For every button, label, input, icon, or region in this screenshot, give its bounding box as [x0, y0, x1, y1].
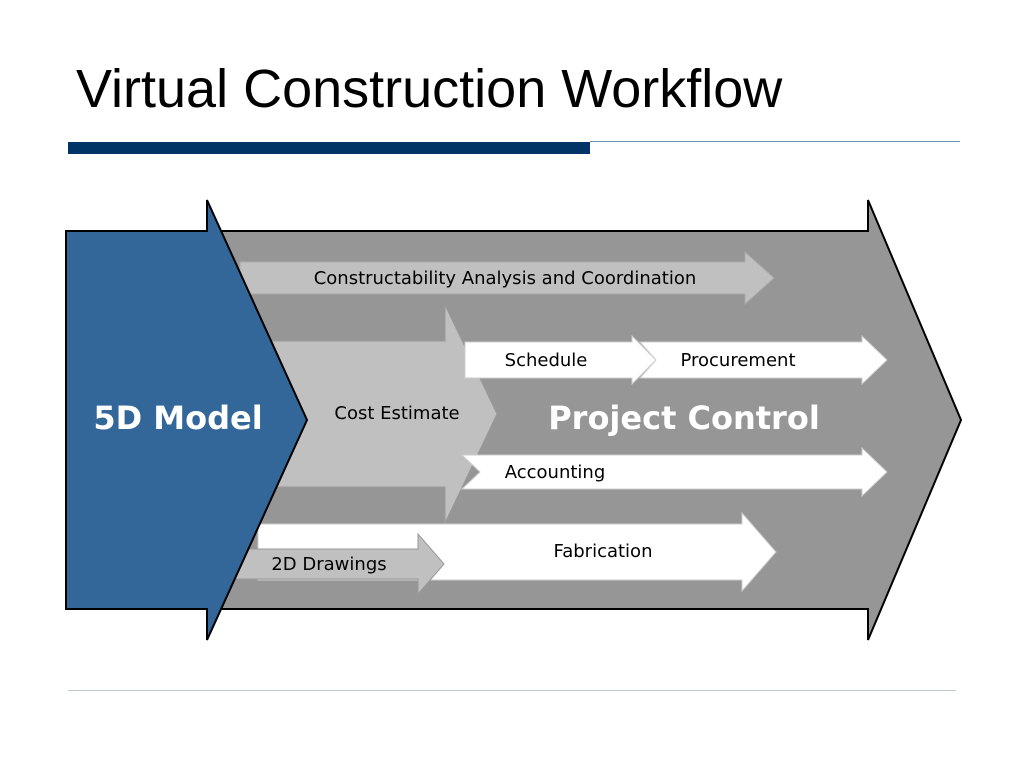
accounting-arrow [460, 446, 888, 498]
project-control-label: Project Control [548, 399, 820, 437]
constructability-arrow [239, 250, 775, 306]
constructability-label: Constructability Analysis and Coordinati… [314, 268, 697, 289]
drawings-label: 2D Drawings [271, 554, 386, 575]
fabrication-label: Fabrication [554, 541, 653, 562]
schedule-label: Schedule [505, 350, 588, 371]
procurement-arrow [638, 334, 888, 386]
cost-estimate-label: Cost Estimate [334, 403, 459, 424]
slide-title: Virtual Construction Workflow [76, 59, 783, 119]
model-5d-arrow [65, 199, 309, 641]
title-underline-thick [68, 142, 590, 154]
cost-estimate-arrow [269, 304, 498, 524]
title-underline-thin [590, 141, 960, 142]
schedule-arrow [464, 334, 657, 386]
accounting-label: Accounting [505, 462, 606, 483]
model-5d-label: 5D Model [93, 399, 262, 437]
procurement-label: Procurement [680, 350, 795, 371]
drawings-arrow [235, 532, 445, 596]
footer-rule [68, 690, 956, 691]
